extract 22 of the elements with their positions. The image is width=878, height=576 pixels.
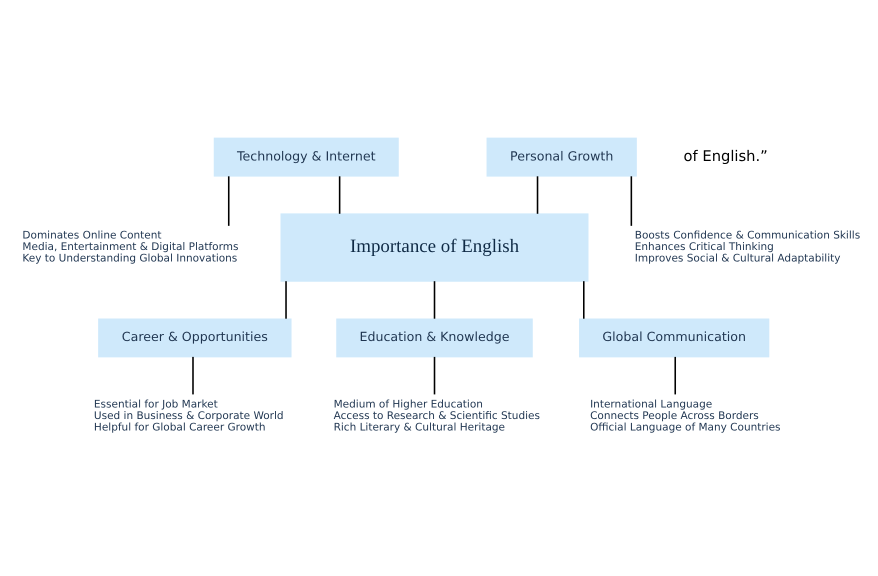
connector (536, 176, 538, 214)
node-box: Education & Knowledge (336, 318, 532, 358)
connector (338, 176, 340, 214)
node-text: Boosts Confidence & Communication Skills Enhances Critical Thinking Improves Social & Cultural Adaptability (634, 230, 860, 265)
connector (433, 281, 435, 319)
node-box: Global Communication (578, 318, 769, 358)
node-box: Personal Growth (486, 138, 636, 177)
connector (674, 356, 676, 394)
connector (284, 281, 286, 319)
connector (433, 356, 435, 394)
node-text: Medium of Higher Education Access to Research & Scientific Studies Rich Literary & Cultural Heritage (333, 398, 540, 434)
node-text: Dominates Online Content Media, Entertainment & Digital Platforms Key to Understanding Global Innovations (22, 230, 238, 265)
connector (192, 356, 194, 394)
node-text: Essential for Job Market Used in Business & Corporate World Helpful for Global Career Growth (93, 398, 284, 434)
connector (227, 176, 230, 226)
connector (582, 281, 584, 319)
node-box: Importance of English (280, 213, 588, 282)
node-box: Career & Opportunities (98, 318, 292, 358)
connector (630, 176, 632, 226)
node-box: Technology & Internet (213, 138, 398, 177)
node-text: International Language Connects People Across Borders Official Language of Many Countries (590, 398, 780, 434)
label: of English.” (683, 148, 768, 166)
